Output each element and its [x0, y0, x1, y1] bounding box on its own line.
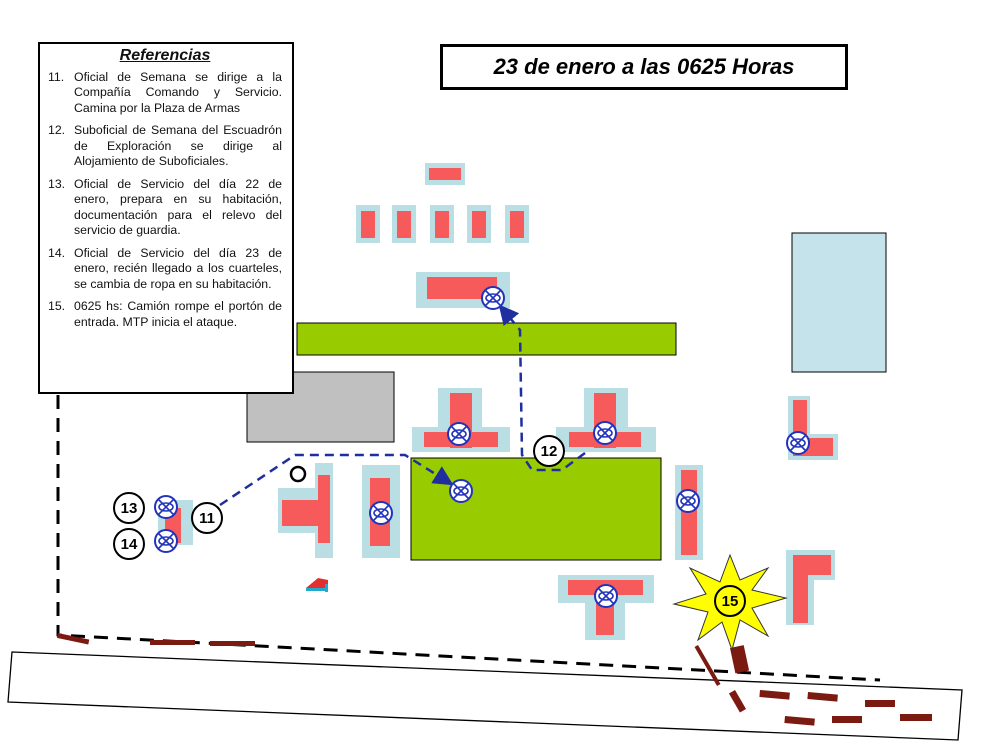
reference-text: Oficial de Semana se dirige a la Compañí… — [74, 69, 282, 115]
reference-text: Suboficial de Semana del Escuadrón de Ex… — [74, 123, 282, 168]
reference-number: 14. — [48, 245, 66, 260]
marker-15-label: 15 — [722, 593, 739, 610]
reference-item: 12. Suboficial de Semana del Escuadrón de… — [48, 123, 282, 170]
reference-item: 11. Oficial de Semana se dirige a la Comp… — [48, 70, 282, 117]
path-11 — [219, 453, 454, 507]
marker-13: 13 — [113, 492, 145, 524]
marker-13-label: 13 — [121, 500, 138, 517]
marker-14: 14 — [113, 528, 145, 560]
marker-12: 12 — [533, 435, 565, 467]
reference-item: 15. 0625 hs: Camión rompe el portón de en… — [48, 299, 282, 330]
reference-number: 13. — [48, 176, 66, 191]
blue-area — [791, 232, 887, 373]
reference-text: 0625 hs: Camión rompe el portón de entra… — [74, 299, 282, 329]
reference-number: 12. — [48, 123, 66, 137]
references-panel: Referencias 11. Oficial de Semana se diri… — [38, 42, 294, 394]
reference-item: 13. Oficial de Servicio del día 22 de ene… — [48, 177, 282, 239]
field-strip — [296, 322, 677, 356]
church-icon — [306, 578, 328, 592]
reference-text: Oficial de Servicio del día 22 de enero,… — [74, 176, 282, 238]
reference-text: Oficial de Servicio del día 23 de enero,… — [74, 245, 282, 291]
broken-fence-segments — [56, 633, 721, 686]
position-circle — [289, 465, 307, 483]
marker-11: 11 — [191, 502, 223, 534]
marker-14-label: 14 — [121, 536, 138, 553]
reference-number: 11. — [48, 69, 65, 84]
title-text: 23 de enero a las 0625 Horas — [493, 54, 795, 79]
marker-15: 15 — [714, 585, 746, 617]
reference-item: 14. Oficial de Servicio del día 23 de ene… — [48, 246, 282, 293]
diagram-title: 23 de enero a las 0625 Horas — [440, 44, 848, 90]
reference-number: 15. — [48, 299, 66, 313]
marker-11-label: 11 — [199, 510, 215, 527]
references-heading: Referencias — [119, 47, 211, 64]
marker-12-label: 12 — [541, 443, 558, 460]
road — [7, 651, 963, 741]
attack-vehicles — [728, 645, 932, 726]
path-12 — [498, 304, 586, 472]
